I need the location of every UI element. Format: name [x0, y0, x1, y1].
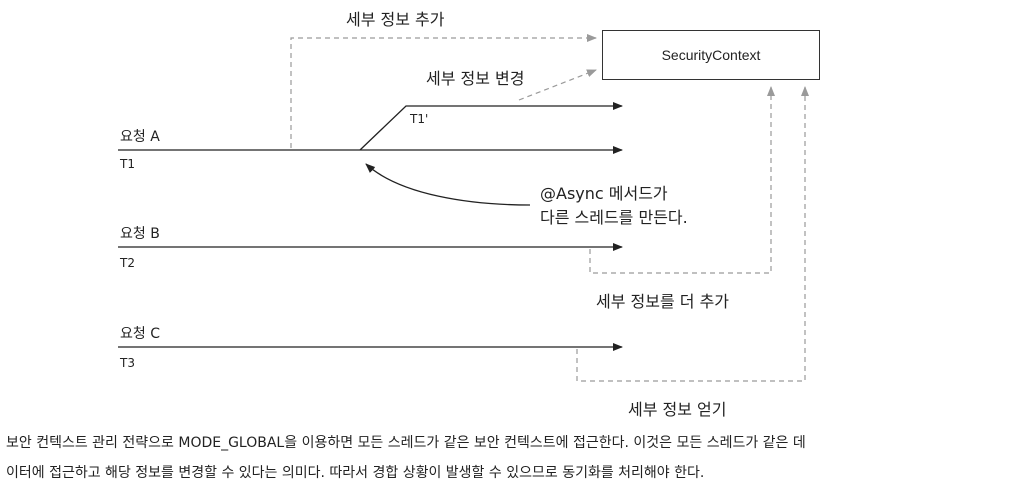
thread-t1-label: T1 — [120, 157, 135, 171]
request-c-label: 요청 C — [120, 326, 160, 342]
change-details-arrow — [518, 69, 597, 101]
security-context-label: SecurityContext — [661, 47, 761, 63]
add-more-details-label: 세부 정보를 더 추가 — [596, 292, 730, 311]
thread-t1-prime-line — [359, 102, 623, 151]
caption-line-2: 이터에 접근하고 해당 정보를 변경할 수 있다는 의미다. 따라서 경합 상황… — [6, 465, 705, 481]
async-note-line2: 다른 스레드를 만든다. — [540, 208, 688, 227]
request-a-label: 요청 A — [120, 129, 160, 145]
thread-t3-label: T3 — [120, 356, 135, 370]
add-more-details-arrow — [589, 86, 775, 274]
get-details-label: 세부 정보 얻기 — [628, 400, 727, 419]
change-details-label: 세부 정보 변경 — [426, 69, 525, 88]
thread-t1-prime-label: T1' — [410, 112, 429, 126]
caption-line-1: 보안 컨텍스트 관리 전략으로 MODE_GLOBAL을 이용하면 모든 스레드… — [6, 435, 806, 451]
add-details-label: 세부 정보 추가 — [346, 10, 445, 29]
figure-caption: 보안 컨텍스트 관리 전략으로 MODE_GLOBAL을 이용하면 모든 스레드… — [6, 428, 1022, 488]
async-note-arrow — [365, 163, 531, 206]
thread-t2-label: T2 — [120, 256, 135, 270]
request-b-label: 요청 B — [120, 226, 160, 242]
security-context-box: SecurityContext — [602, 30, 820, 80]
get-details-arrow — [576, 86, 809, 382]
async-note-line1: @Async 메서드가 — [540, 184, 668, 203]
add-details-arrow — [290, 34, 597, 148]
